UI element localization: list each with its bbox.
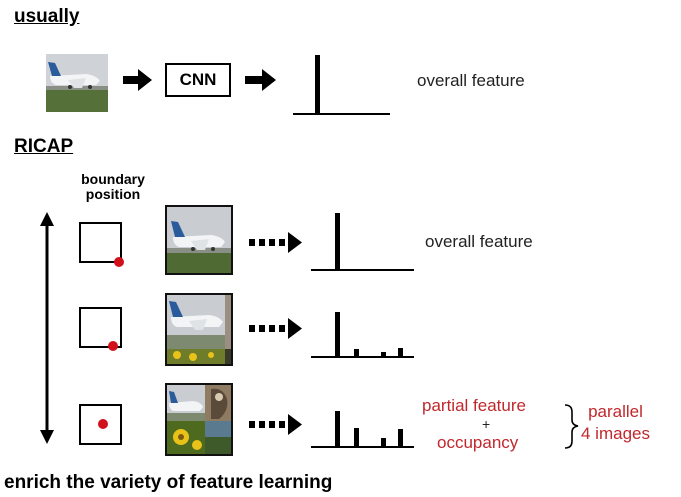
parallel-4-images-label: parallel 4 images [581, 402, 650, 443]
ricap-title: RICAP [14, 136, 74, 157]
boundary-square-2 [79, 307, 122, 351]
footer-caption: enrich the variety of feature learning [4, 472, 333, 493]
feature-histogram-1 [311, 213, 414, 271]
dashed-arrow-3 [249, 414, 302, 435]
parallel-brace [564, 404, 579, 449]
usually-feature-histogram [293, 55, 390, 115]
dashed-arrow-2 [249, 318, 302, 339]
ricap-image-1-graphic [167, 207, 231, 273]
cnn-label: CNN [179, 70, 217, 89]
ricap-image-3 [165, 383, 233, 456]
plus-sign: + [482, 416, 491, 432]
feature-histogram-3 [311, 411, 414, 448]
usually-title: usually [14, 6, 80, 27]
dashed-arrow-1 [249, 232, 302, 253]
ricap-image-3-graphic [167, 385, 231, 454]
usually-arrow-2 [245, 69, 276, 91]
occupancy-label: occupancy [437, 433, 519, 452]
ricap-image-2 [165, 293, 233, 366]
airplane-photo-graphic [46, 54, 108, 112]
feature-histogram-2 [311, 312, 414, 358]
usually-result-label: overall feature [417, 71, 525, 90]
ricap-image-2-graphic [167, 295, 231, 364]
ricap-image-1 [165, 205, 233, 275]
boundary-square-1 [79, 222, 124, 267]
boundary-position-heading: boundary position [81, 171, 145, 202]
usually-arrow-1 [123, 69, 152, 91]
ricap-row1-result-label: overall feature [425, 232, 533, 251]
partial-feature-label: partial feature [422, 396, 526, 415]
boundary-square-3 [79, 404, 122, 445]
vertical-double-arrow [40, 212, 54, 444]
cnn-box: CNN [165, 63, 231, 97]
input-image-airplane [46, 54, 108, 112]
